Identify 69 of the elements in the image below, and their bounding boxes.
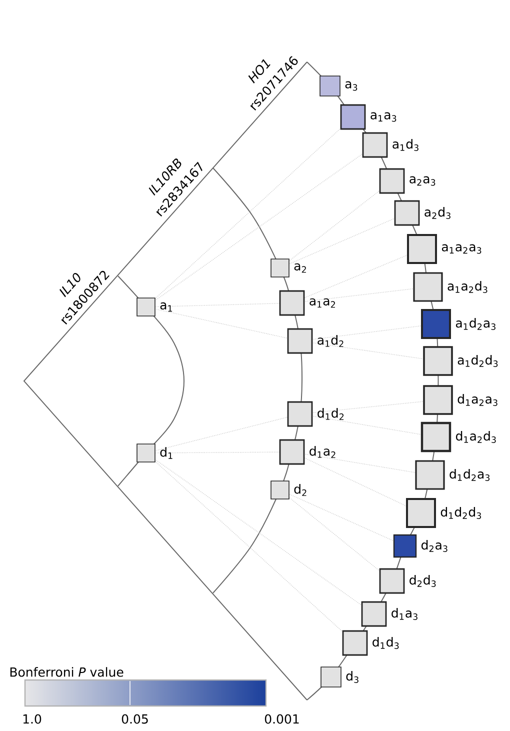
node-label: d$_{3}$ [346, 670, 358, 683]
node-label: a$_{1}$a$_{2}$ [310, 298, 335, 308]
node-label: d$_{2}$a$_{3}$ [421, 540, 448, 552]
connector-line [288, 493, 396, 542]
node-label: d$_{1}$a$_{2}$a$_{3}$ [458, 394, 498, 406]
node-label: d$_{1}$a$_{2}$d$_{3}$ [456, 431, 496, 443]
genotype-square: a$_{1}$a$_{2}$ [279, 290, 335, 316]
connector-line [303, 454, 417, 474]
tick-label: 0.05 [122, 714, 148, 724]
genotype-square: d$_{1}$d$_{3}$ [342, 630, 399, 656]
connector-line [311, 416, 423, 436]
node-label: a$_{1}$ [160, 302, 172, 312]
node-label: a$_{2}$a$_{3}$ [410, 176, 436, 186]
genotype-square: d$_{2}$d$_{3}$ [379, 568, 436, 594]
node-label: a$_{1}$d$_{2}$ [318, 335, 344, 347]
genotype-square: a$_{1}$ [136, 298, 172, 316]
genotype-square: d$_{1}$d$_{2}$a$_{3}$ [415, 460, 490, 490]
connector-line [154, 452, 280, 454]
connector-line [312, 401, 424, 414]
tick-label: 0.001 [264, 714, 299, 724]
node-label: a$_{1}$a$_{3}$ [370, 112, 396, 122]
genotype-square: a$_{1}$a$_{2}$a$_{3}$ [407, 234, 482, 264]
node-label: a$_{1}$d$_{2}$a$_{3}$ [456, 318, 496, 330]
genotype-square: d$_{1}$a$_{2}$d$_{3}$ [420, 422, 496, 452]
genotype-square: a$_{1}$d$_{2}$a$_{3}$ [421, 309, 496, 339]
connector-line [154, 416, 289, 452]
genotype-square: d$_{2}$a$_{3}$ [393, 534, 448, 558]
genotype-square: a$_{2}$ [270, 258, 306, 278]
node-label: a$_{1}$a$_{2}$a$_{3}$ [442, 244, 482, 254]
genotype-square: d$_{1}$a$_{3}$ [361, 601, 418, 627]
connector-line [288, 217, 396, 265]
node-label: d$_{1}$d$_{2}$d$_{3}$ [440, 506, 481, 519]
node-label: d$_{1}$ [160, 447, 172, 459]
genotype-square: d$_{1}$d$_{2}$d$_{3}$ [406, 498, 481, 528]
genotype-square: a$_{1}$d$_{3}$ [362, 132, 418, 158]
node-label: d$_{1}$d$_{3}$ [372, 636, 399, 649]
genotype-square: a$_{2}$a$_{3}$ [379, 168, 436, 194]
genotype-square: d$_{1}$a$_{2}$ [279, 439, 336, 465]
tick-label: 1.0 [23, 714, 42, 724]
node-label: d$_{1}$d$_{2}$a$_{3}$ [450, 468, 490, 481]
genotype-square: d$_{1}$a$_{2}$a$_{3}$ [423, 385, 498, 415]
node-label: a$_{1}$a$_{2}$d$_{3}$ [448, 281, 488, 293]
node-label: a$_{2}$ [294, 263, 306, 273]
node-label: d$_{1}$a$_{2}$ [310, 446, 336, 458]
genotype-square: d$_{2}$ [270, 480, 306, 500]
connector-line [304, 288, 414, 302]
connector-line [154, 308, 289, 339]
genotype-square: d$_{1}$ [136, 444, 172, 462]
node-label: a$_{1}$d$_{3}$ [392, 139, 418, 151]
connector-line [312, 342, 424, 360]
genotype-square: d$_{1}$d$_{2}$ [287, 401, 344, 427]
genotype-square: a$_{1}$d$_{2}$d$_{3}$ [423, 346, 498, 376]
connector-line [154, 302, 280, 308]
genotype-square: a$_{1}$a$_{3}$ [340, 104, 396, 130]
node-label: d$_{2}$d$_{3}$ [410, 574, 436, 587]
node-label: d$_{1}$d$_{2}$ [318, 408, 344, 420]
node-label: a$_{3}$ [345, 81, 358, 91]
genotype-square: a$_{2}$d$_{3}$ [394, 200, 450, 226]
genotype-square: a$_{1}$d$_{2}$ [287, 328, 344, 354]
connector-line [302, 254, 410, 299]
connector-line [312, 325, 422, 340]
colorbar-title: Bonferroni P value [10, 667, 124, 677]
node-label: a$_{1}$d$_{2}$d$_{3}$ [458, 355, 498, 367]
genotype-square: d$_{3}$ [320, 666, 358, 688]
node-label: d$_{1}$a$_{3}$ [392, 608, 418, 620]
genotype-square: a$_{3}$ [320, 76, 358, 96]
node-label: a$_{2}$d$_{3}$ [424, 207, 450, 219]
genotype-square: a$_{1}$a$_{2}$d$_{3}$ [413, 272, 488, 302]
node-label: d$_{2}$ [294, 484, 306, 496]
